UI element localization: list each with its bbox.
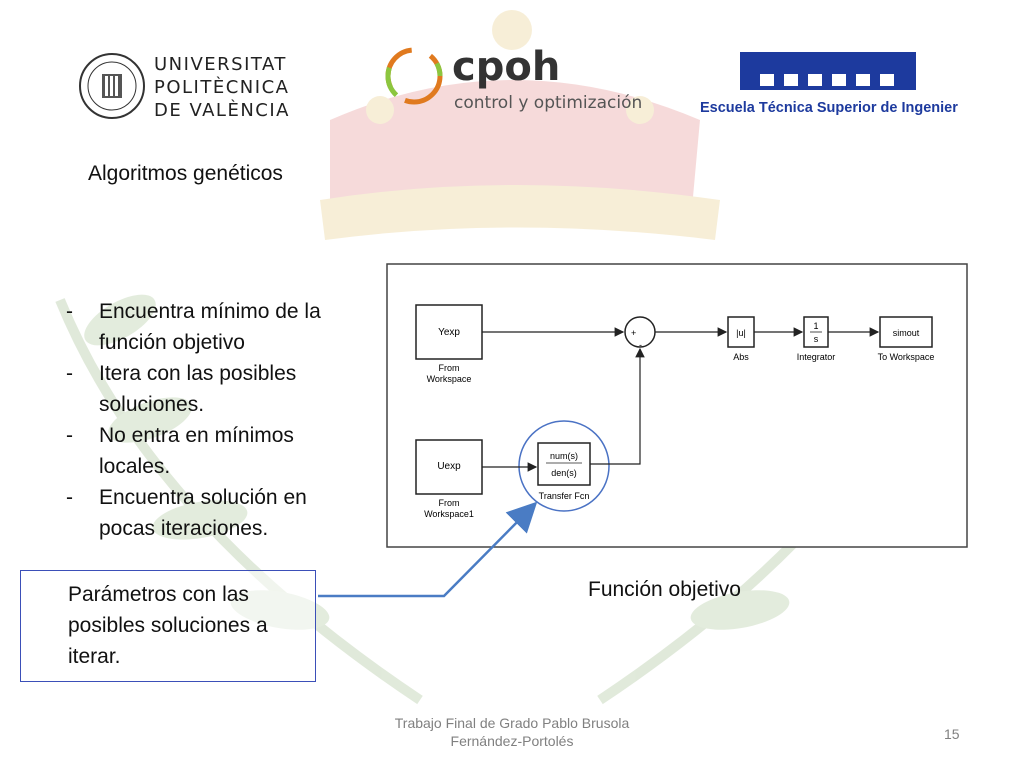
footer-line1: Trabajo Final de Grado Pablo Brusola [394, 715, 630, 731]
diagram-frame [386, 263, 968, 548]
bullet-line: locales. [99, 455, 171, 478]
simulink-diagram: Yexp From Workspace Uexp From Workspace1… [386, 263, 968, 548]
cpoh-logo-name: cpoh [452, 44, 560, 90]
callout-line: iterar. [68, 645, 121, 668]
uexp-label: Uexp [437, 461, 461, 472]
bullet-line: No entra en mínimos [99, 424, 294, 447]
integrator-block: 1 s Integrator [797, 316, 836, 362]
transfer-fcn-block: num(s) den(s) Transfer Fcn [537, 442, 591, 501]
uexp-caption-1: From [439, 498, 460, 508]
uexp-caption-2: Workspace1 [424, 509, 474, 519]
upv-logo: UNIVERSITAT POLITÈCNICA DE VALÈNCIA [79, 53, 290, 121]
bullet-line: Itera con las posibles [99, 362, 297, 385]
parameters-callout: Parámetros con las posibles soluciones a… [20, 570, 316, 682]
tf-denominator: den(s) [551, 468, 577, 478]
integrator-denominator: s [814, 334, 819, 344]
bullet-item: - Encuentra mínimo de la función objetiv… [62, 296, 362, 358]
integrator-caption: Integrator [797, 352, 836, 362]
bullet-item: - Encuentra solución en pocas iteracione… [62, 482, 362, 544]
abs-label: |u| [736, 328, 746, 338]
bullet-line: Encuentra solución en [99, 486, 307, 509]
to-workspace-block: simout To Workspace [878, 316, 935, 362]
bullet-line: soluciones. [99, 393, 205, 416]
sum-plus: + [631, 328, 636, 338]
function-objective-label: Función objetivo [588, 578, 741, 601]
integrator-numerator: 1 [813, 321, 818, 331]
etsid-logo-name: Escuela Técnica Superior de Ingeniería d… [700, 100, 958, 116]
tf-numerator: num(s) [550, 451, 578, 461]
sum-minus: - [639, 340, 642, 350]
cpoh-logo-tagline: control y optimización [454, 93, 642, 113]
bullet-dash: - [66, 362, 73, 385]
yexp-caption-1: From [439, 363, 460, 373]
etsid-logo: Escuela Técnica Superior de Ingeniería d… [700, 52, 958, 116]
abs-caption: Abs [733, 352, 749, 362]
upv-logo-line2: POLITÈCNICA [154, 76, 289, 98]
bullet-dash: - [66, 424, 73, 447]
footer-line2: Fernández-Portolés [450, 733, 574, 749]
page-number: 15 [944, 726, 960, 742]
tf-caption: Transfer Fcn [539, 491, 590, 501]
simout-label: simout [893, 328, 920, 338]
slide-title: Algoritmos genéticos [88, 162, 283, 185]
yexp-caption-2: Workspace [427, 374, 472, 384]
bullet-list: - Encuentra mínimo de la función objetiv… [62, 296, 362, 544]
callout-line: posibles soluciones a [68, 614, 268, 637]
bullet-line: función objetivo [99, 331, 245, 354]
yexp-block: Yexp From Workspace [415, 304, 483, 384]
transfer-fcn-highlight [518, 420, 610, 512]
callout-line: Parámetros con las [68, 583, 249, 606]
bullet-item: - Itera con las posibles soluciones. [62, 358, 362, 420]
cpoh-logo: cpoh control y optimización [385, 44, 642, 113]
bullet-item: - No entra en mínimos locales. [62, 420, 362, 482]
bullet-line: pocas iteraciones. [99, 517, 269, 540]
bullet-line: Encuentra mínimo de la [99, 300, 321, 323]
upv-logo-line1: UNIVERSITAT [154, 54, 287, 75]
simout-caption: To Workspace [878, 352, 935, 362]
bullet-dash: - [66, 486, 73, 509]
footer-text: Trabajo Final de Grado Pablo Brusola Fer… [380, 714, 644, 750]
upv-logo-line3: DE VALÈNCIA [154, 99, 290, 121]
bullet-dash: - [66, 300, 73, 323]
abs-block: |u| Abs [727, 316, 755, 362]
yexp-label: Yexp [438, 327, 460, 338]
signal-lines [482, 327, 880, 472]
